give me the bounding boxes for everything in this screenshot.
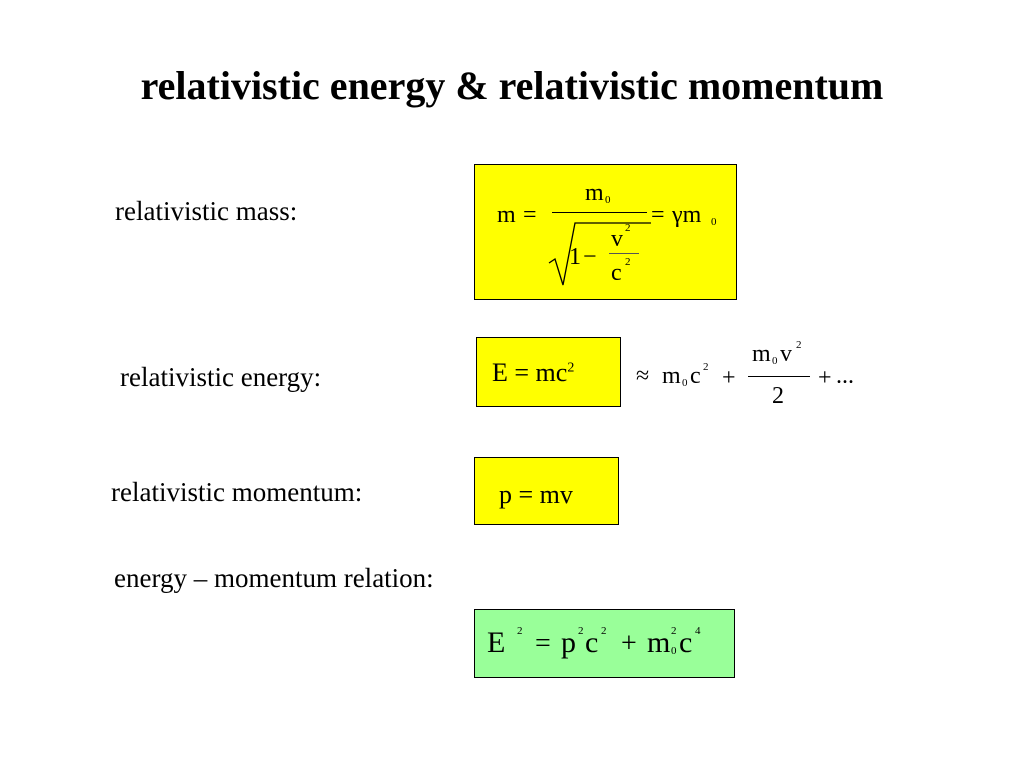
energy-frac-v: v <box>780 341 792 367</box>
sqrt-sign-icon <box>548 222 651 286</box>
relation-formula-box: E 2 = p 2 c 2 + m 2 0 c 4 <box>474 609 735 678</box>
mass-gamma-sub: 0 <box>711 216 717 228</box>
mass-c-sq: 2 <box>625 256 631 268</box>
energy-c: c <box>690 363 701 389</box>
relation-c-4: 4 <box>695 625 701 637</box>
relation-c: c <box>585 626 599 659</box>
relation-p-sq: 2 <box>578 625 584 637</box>
energy-formula: E = mc <box>492 358 568 387</box>
relation-m-sub: 0 <box>671 645 677 657</box>
energy-fraction-bar <box>748 376 810 377</box>
momentum-label: relativistic momentum: <box>111 477 363 507</box>
mass-v-sq: 2 <box>625 222 631 234</box>
relation-c-sq: 2 <box>601 625 607 637</box>
relation-label: energy – momentum relation: <box>114 563 434 593</box>
energy-frac-v-sq: 2 <box>796 339 802 351</box>
energy-formula-sup: 2 <box>567 360 575 376</box>
mass-formula-box: m = m 0 1 − v 2 c 2 = γm 0 <box>474 164 737 300</box>
mass-c: c <box>611 260 622 286</box>
energy-expansion: ≈ m 0 c 2 + m 0 v 2 2 + ... <box>630 336 870 412</box>
mass-m: m <box>497 202 516 228</box>
energy-formula-box: E = mc2 <box>476 337 621 407</box>
relation-plus: + <box>621 628 637 659</box>
energy-approx: ≈ <box>636 363 650 389</box>
mass-equals-2: = <box>651 202 665 228</box>
energy-plus-2: + <box>818 365 832 391</box>
momentum-formula-box: p = mv <box>474 457 619 525</box>
energy-denominator: 2 <box>772 383 784 409</box>
energy-ellipsis: ... <box>836 363 854 389</box>
relation-equals: = <box>535 628 551 659</box>
mass-label: relativistic mass: <box>115 196 298 226</box>
page-title: relativistic energy & relativistic momen… <box>140 63 884 108</box>
relation-m: m <box>647 626 671 659</box>
energy-m-sub: 0 <box>682 377 688 389</box>
energy-m: m <box>662 363 681 389</box>
mass-inner-bar <box>609 253 639 254</box>
relation-m-sq: 2 <box>671 625 677 637</box>
mass-fraction-bar <box>552 212 647 213</box>
relation-p: p <box>561 626 576 659</box>
mass-gamma-m: γm <box>672 202 702 228</box>
relation-c-2: c <box>679 626 693 659</box>
mass-one: 1 <box>569 244 581 270</box>
relation-E: E <box>487 626 506 659</box>
momentum-formula: p = mv <box>499 480 573 509</box>
mass-v: v <box>611 226 623 252</box>
energy-label: relativistic energy: <box>120 362 322 392</box>
mass-num-sub: 0 <box>605 194 611 206</box>
mass-num-m: m <box>585 180 604 206</box>
energy-frac-m: m <box>752 341 771 367</box>
energy-c-sq: 2 <box>703 361 709 373</box>
relation-E-sq: 2 <box>517 625 523 637</box>
energy-plus: + <box>722 365 736 391</box>
mass-equals: = <box>523 202 537 228</box>
energy-frac-m-sub: 0 <box>772 355 778 367</box>
mass-minus: − <box>583 244 597 270</box>
